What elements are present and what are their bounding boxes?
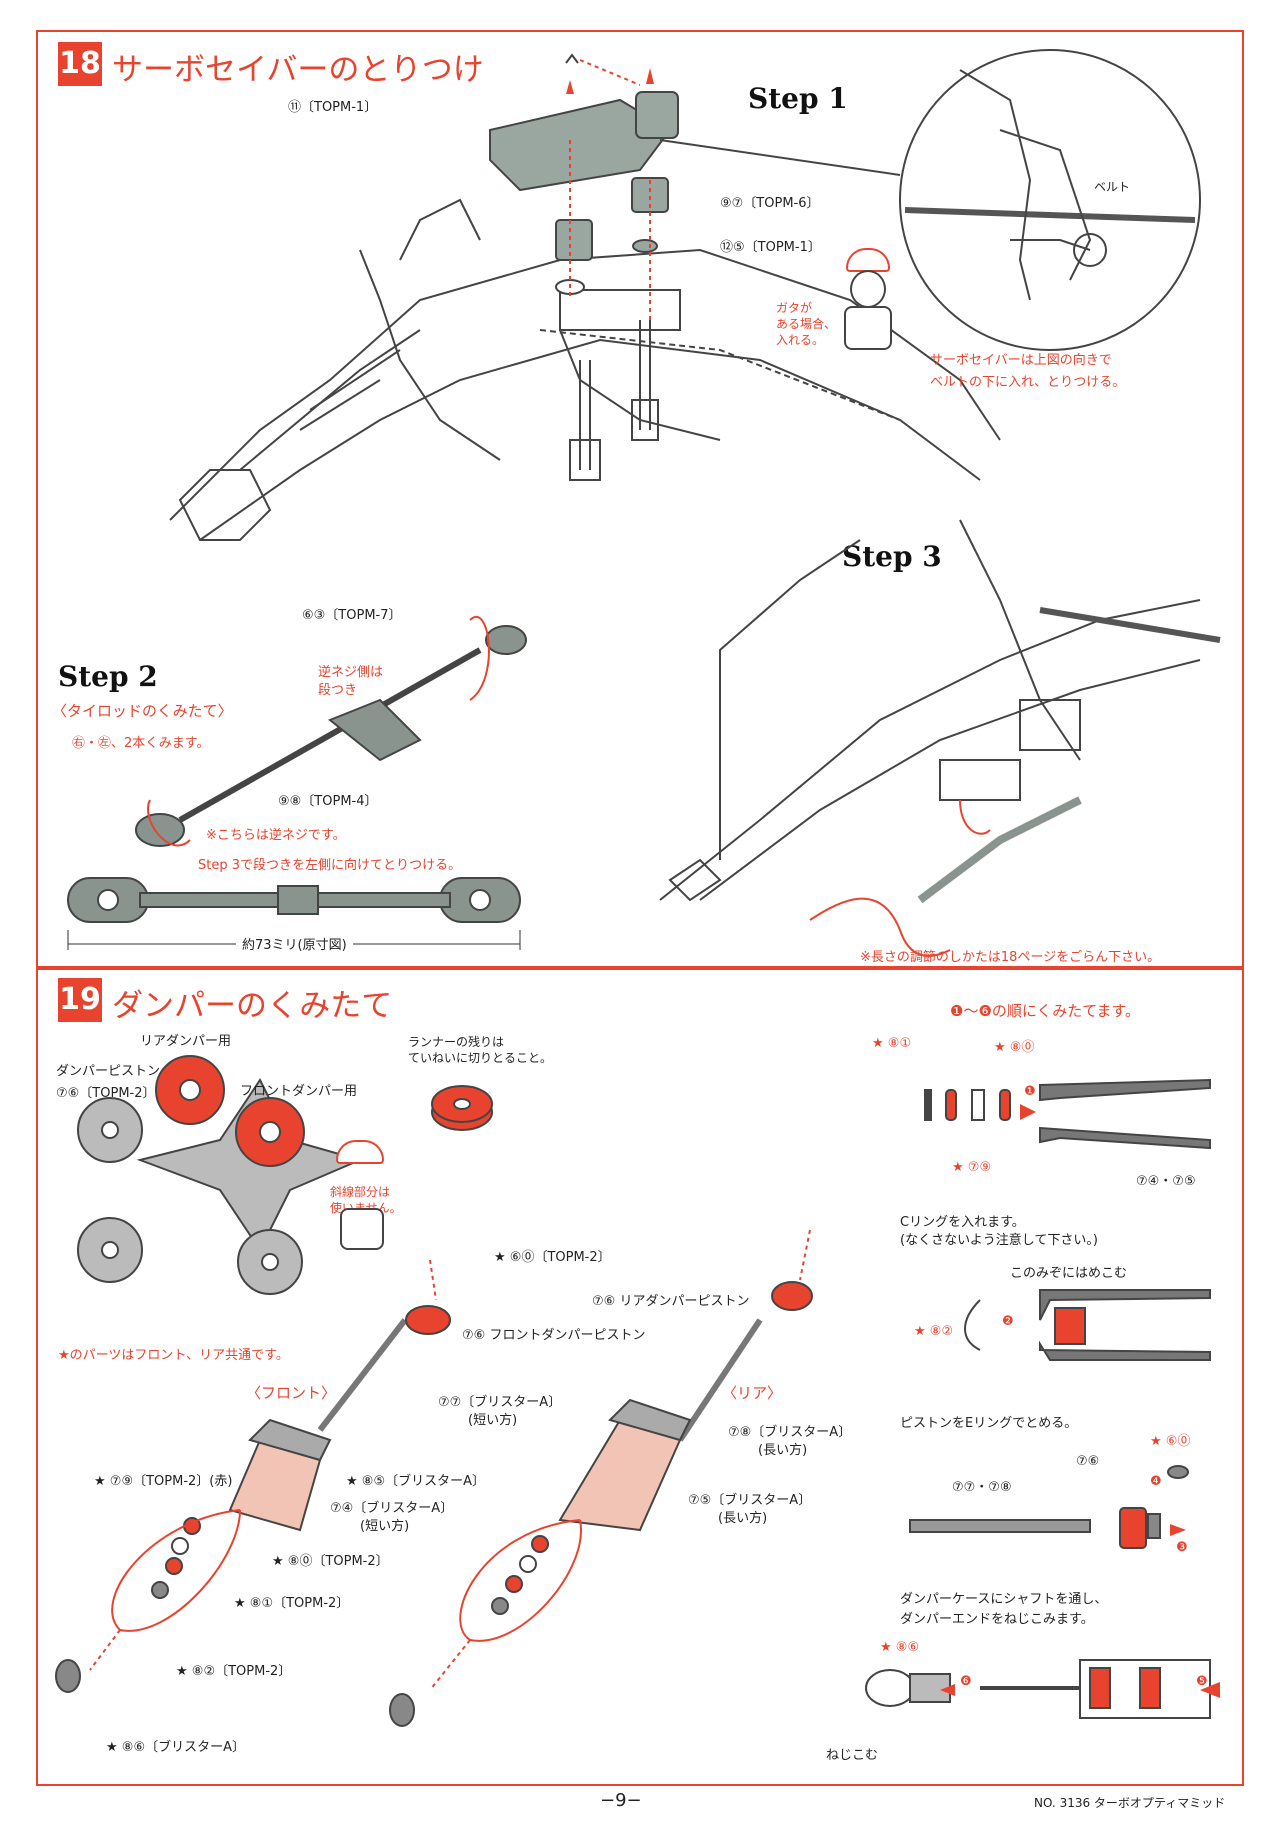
servo-saver-note: サーボセイバーは上図の向きで ベルトの下に入れ、とりつける。: [930, 353, 1126, 390]
model-number: NO. 3136 ターボオプティマミッド: [1034, 1796, 1226, 1810]
servo-saver-drawing: [489, 53, 679, 295]
step3-orientation-note: Step 3で段つきを左側に向けてとりつける。: [198, 858, 462, 873]
step2-label: Step 2: [58, 660, 158, 693]
assembly-red-lines: [569, 59, 651, 320]
part-81-label: ★ ⑧①〔TOPM-2〕: [234, 1596, 350, 1611]
part-77-label: ⑦⑦〔ブリスターA〕 (短い方): [438, 1395, 562, 1428]
mascot-figure-1: [840, 248, 892, 350]
part-75-label: ⑦⑤〔ブリスターA〕 (長い方): [688, 1493, 812, 1526]
step-num-3: ❸: [1176, 1540, 1188, 1555]
rear-piston-label: リアダンパー用: [140, 1034, 232, 1049]
step3-chassis-drawing: [659, 519, 1221, 904]
step56-damper-case-drawing: [865, 1659, 1211, 1719]
screw-label: ねじこむ: [826, 1748, 879, 1763]
page-number: −9−: [600, 1790, 642, 1811]
reverse-thread-note: 逆ネジ側は 段つき: [318, 665, 384, 698]
tie-rod-subtitle: 〈タイロッドのくみたて〉: [52, 702, 233, 720]
groove-label: このみぞにはめこむ: [1010, 1266, 1128, 1281]
part-78-label: ⑦⑧〔ブリスターA〕 (長い方): [728, 1425, 852, 1458]
tie-rod-count: ㊨・㊧、2本くみます。: [72, 736, 210, 751]
assembly-arrows: [566, 68, 654, 94]
runner-note: ランナーの残りは ていねいに切りとること。: [408, 1035, 553, 1065]
section-18-title: サーボセイバーのとりつけ: [112, 52, 484, 88]
r60-label: ★ ⑥⓪: [1150, 1434, 1191, 1449]
rear-damper-drawing: [389, 1281, 813, 1727]
part-76-front-label: ⑦⑥ フロントダンパーピストン: [462, 1328, 646, 1343]
part-11-label: ⑪〔TOPM-1〕: [288, 100, 378, 115]
front-label: 〈フロント〉: [246, 1384, 337, 1402]
part-79-label: ★ ⑦⑨〔TOPM-2〕(赤): [94, 1474, 233, 1489]
part-82-label: ★ ⑧②〔TOPM-2〕: [176, 1664, 292, 1679]
step-num-6: ❻: [960, 1674, 972, 1689]
step1-forceps-drawing: [924, 1078, 1211, 1150]
detail-circle: [659, 49, 1201, 351]
step3-label: Step 3: [842, 540, 942, 573]
step-num-4: ❹: [1150, 1474, 1162, 1489]
belt-label: ベルト: [1094, 180, 1131, 194]
step3-shaft-drawing: [909, 1465, 1189, 1549]
rear-label: 〈リア〉: [722, 1384, 783, 1402]
ering-note: ピストンをEリングでとめる。: [900, 1416, 1078, 1431]
part-86-label: ★ ⑧⑥〔ブリスターA〕: [106, 1740, 245, 1755]
case-note: ダンパーケースにシャフトを通し、 ダンパーエンドをねじこみます。: [900, 1592, 1108, 1627]
section-18-number: 18: [58, 42, 102, 86]
part-76-rear-label: ⑦⑥ リアダンパーピストン: [592, 1294, 750, 1309]
step2-cring-drawing: [964, 1289, 1211, 1361]
r81-label: ★ ⑧①: [872, 1036, 912, 1051]
step-red-arrows: [940, 1104, 1220, 1698]
order-note: ❶〜❻の順にくみたてます。: [950, 1002, 1140, 1020]
reverse-thread-warning: ※こちらは逆ネジです。: [206, 828, 346, 843]
r79-label: ★ ⑦⑨: [952, 1160, 992, 1175]
step3-red-curves: [809, 799, 991, 957]
r7475-label: ⑦④・⑦⑤: [1136, 1174, 1196, 1189]
section-19-frame: [36, 966, 1244, 1786]
part-98-label: ⑨⑧〔TOPM-4〕: [278, 794, 378, 809]
rear-damper-red-outline: [429, 1229, 811, 1691]
step-num-1: ❶: [1024, 1084, 1036, 1099]
section-18-frame: [36, 30, 1244, 970]
r82-label: ★ ⑧②: [914, 1324, 954, 1339]
part-76-tree-label: ⑦⑥〔TOPM-2〕: [56, 1086, 156, 1101]
front-piston-label: フロントダンパー用: [240, 1084, 358, 1099]
front-damper-drawing: [55, 1305, 451, 1693]
part-80-label: ★ ⑧⓪〔TOPM-2〕: [272, 1554, 389, 1569]
length-adjust-note: ※長さの調節のしかたは18ページをごらん下さい。: [860, 950, 1161, 965]
part-74-label: ⑦④〔ブリスターA〕 (短い方): [330, 1501, 454, 1534]
step-num-5: ❺: [1196, 1674, 1208, 1689]
part-85-label: ★ ⑧⑤〔ブリスターA〕: [346, 1474, 485, 1489]
part-60-label: ★ ⑥⓪〔TOPM-2〕: [494, 1250, 611, 1265]
front-damper-red-outline: [89, 1259, 437, 1671]
part-63-label: ⑥③〔TOPM-7〕: [302, 608, 402, 623]
tie-rod-rotation-arrows: [147, 616, 490, 847]
common-parts-note: ★のパーツはフロント、リア共通です。: [58, 1348, 289, 1363]
step1-label: Step 1: [748, 82, 848, 115]
r7778-label: ⑦⑦・⑦⑧: [952, 1480, 1012, 1495]
cring-note: Cリングを入れます。 (なくさないよう注意して下さい。): [900, 1215, 1098, 1248]
part-97-label: ⑨⑦〔TOPM-6〕: [720, 196, 820, 211]
r86-label: ★ ⑧⑥: [880, 1640, 920, 1655]
tie-rod-dimension: 約73ミリ(原寸図): [236, 934, 353, 953]
step-num-2: ❷: [1002, 1314, 1014, 1329]
section-19-title: ダンパーのくみたて: [112, 988, 393, 1024]
damper-piston-label: ダンパーピストン: [56, 1064, 161, 1079]
runner-piston-icon: [431, 1085, 493, 1131]
r80-label: ★ ⑧⓪: [994, 1040, 1035, 1055]
part-125-label: ⑫⑤〔TOPM-1〕: [720, 240, 821, 255]
tie-rod-drawing: [67, 625, 527, 923]
mascot-figure-2: [330, 1140, 386, 1250]
section-19-number: 19: [58, 978, 102, 1022]
r76-label: ⑦⑥: [1076, 1454, 1100, 1469]
gata-note: ガタが ある場合、 入れる。: [776, 301, 837, 347]
